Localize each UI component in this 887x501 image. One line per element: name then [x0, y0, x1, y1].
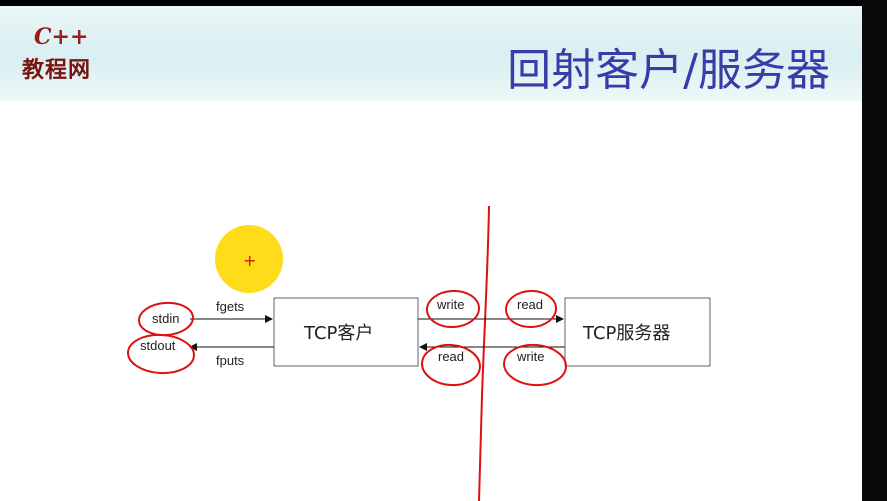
client-read-label: read	[438, 349, 464, 364]
tcp-client-box	[273, 297, 419, 367]
tcp-server-label: TCP服务器	[582, 323, 670, 344]
cursor-crosshair: +	[243, 251, 256, 270]
annotation-circle-client-read	[421, 343, 481, 387]
client-write-label: write	[436, 297, 464, 312]
annotation-circle-client-write	[426, 289, 480, 329]
server-write-label: write	[516, 349, 544, 364]
cursor-highlight	[215, 225, 283, 293]
tcp-server-box	[564, 297, 711, 367]
logo: C++ 教程网	[22, 24, 112, 88]
stdin-label: stdin	[152, 311, 179, 326]
annotation-circle-server-write	[503, 343, 567, 387]
annotation-circle-stdout	[127, 333, 195, 375]
fgets-label: fgets	[216, 299, 245, 314]
logo-site-text: 教程网	[22, 58, 92, 83]
stdout-label: stdout	[140, 338, 176, 353]
logo-cpp-text: C++	[34, 24, 89, 50]
tcp-client-label: TCP客户	[303, 323, 373, 344]
annotation-divider-line	[478, 205, 490, 501]
window-edge-bar	[862, 0, 887, 501]
annotation-circle-server-read	[505, 289, 557, 329]
fputs-label: fputs	[216, 353, 245, 368]
slide: C++ 教程网 回射客户/服务器 + TCP客户 TCP服务器 fgets fp…	[0, 6, 862, 501]
server-read-label: read	[517, 297, 543, 312]
slide-header: C++ 教程网 回射客户/服务器	[0, 6, 862, 101]
slide-title: 回射客户/服务器	[507, 45, 830, 96]
echo-diagram: + TCP客户 TCP服务器 fgets fputs stdin stdout …	[127, 205, 711, 501]
